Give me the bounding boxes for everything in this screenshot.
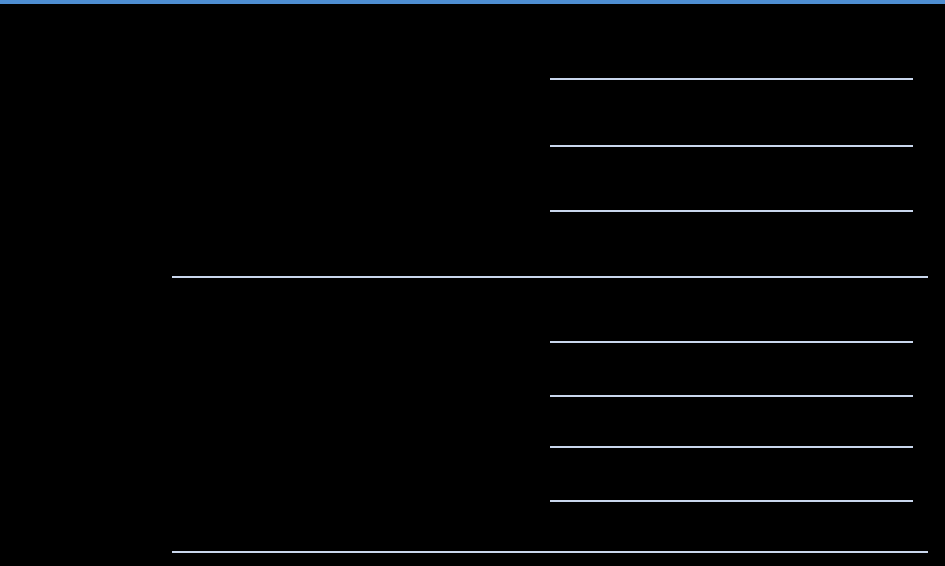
top-accent-bar — [0, 0, 945, 4]
blank-line — [550, 145, 913, 147]
divider-line — [172, 276, 928, 278]
divider-line — [172, 551, 928, 553]
blank-line — [550, 446, 913, 448]
blank-line — [550, 500, 913, 502]
blank-line — [550, 210, 913, 212]
blank-line — [550, 395, 913, 397]
blank-line — [550, 78, 913, 80]
blank-line — [550, 341, 913, 343]
